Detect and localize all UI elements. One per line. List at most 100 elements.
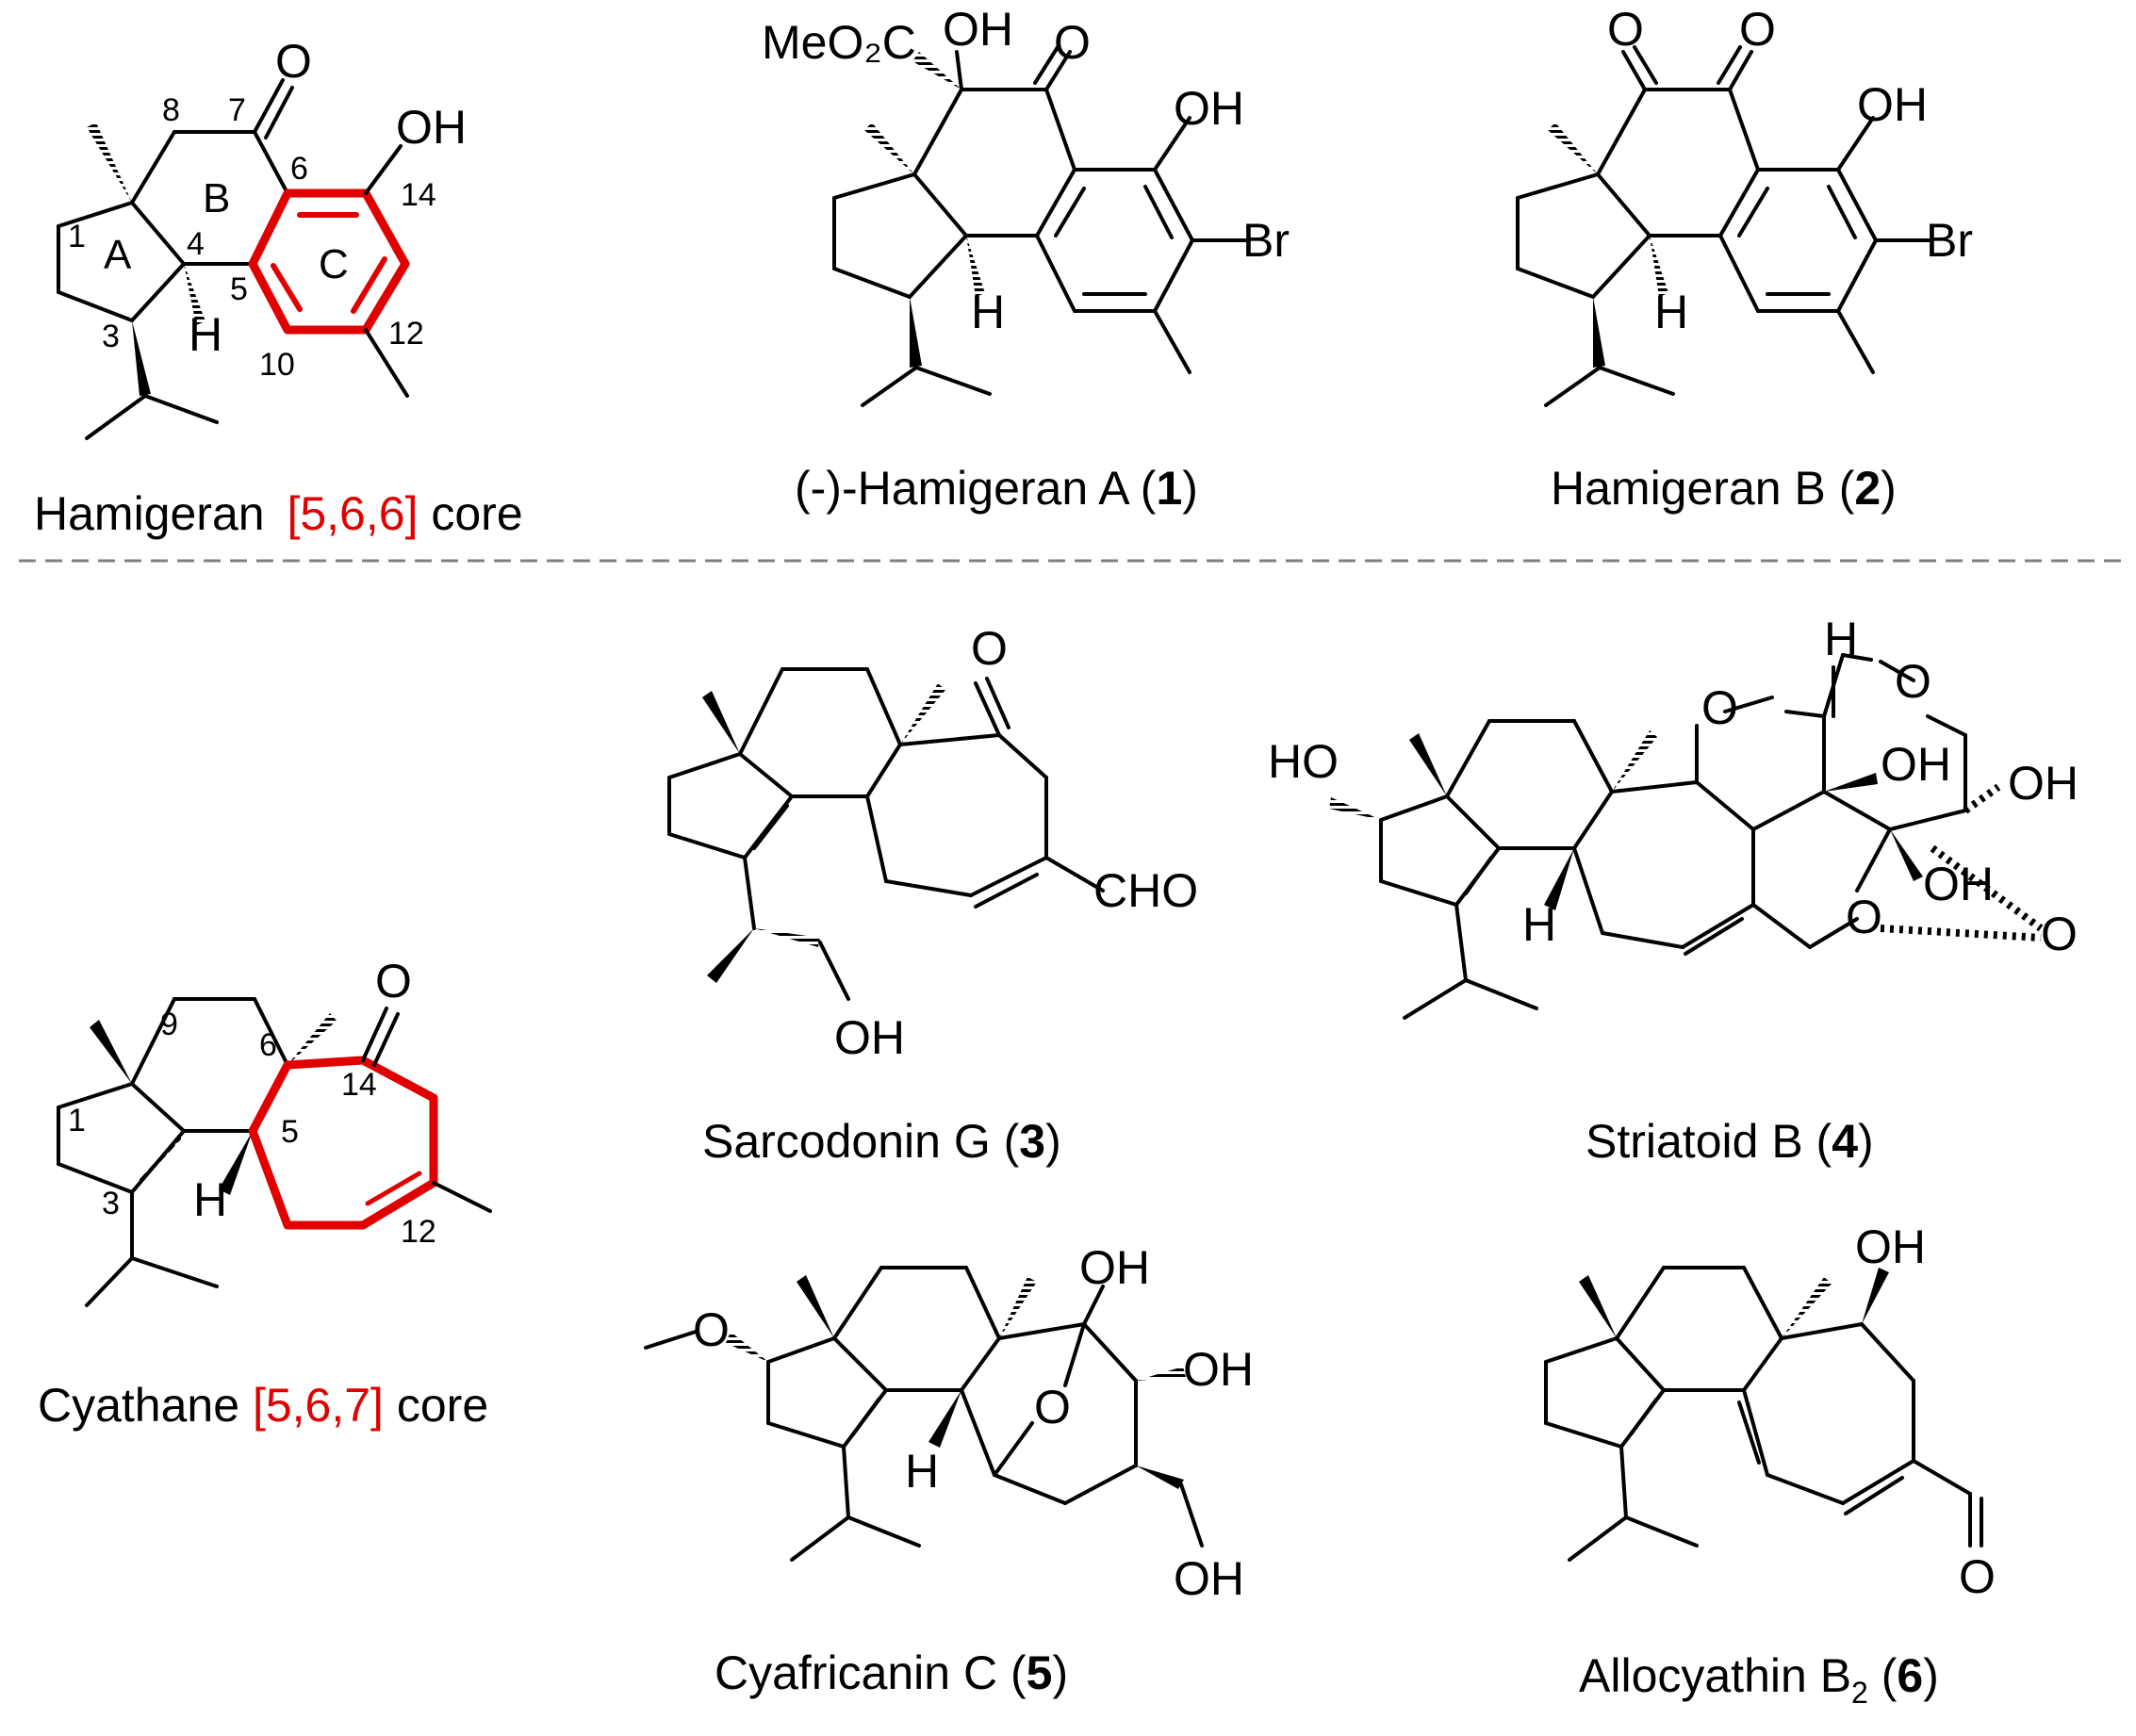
caption-close: ) [1923, 1649, 1939, 1702]
caption-name: Hamigeran [34, 487, 265, 540]
atom-number-1: 1 [68, 219, 86, 254]
caption-name: Striatoid B ( [1586, 1115, 1832, 1168]
caption-subscript: 2 [1851, 1676, 1868, 1710]
compound-number: 3 [1019, 1115, 1045, 1168]
atom-number-14: 14 [401, 177, 436, 213]
compound-number: 2 [1854, 462, 1881, 515]
hydrogen-label: H [971, 286, 1005, 338]
cyafricanin-c-caption: Cyafricanin C (5) [715, 1646, 1068, 1699]
caption-ring-code: [5,6,7] [253, 1379, 384, 1432]
carbonyl-oxygen-label: O [275, 35, 312, 88]
ring-b-label: B [203, 175, 230, 221]
atom-number-9: 9 [160, 1007, 178, 1042]
atom-number-5: 5 [230, 271, 248, 307]
caption-close: ) [1858, 1115, 1874, 1168]
allocyathin-b2-structure: OH O Allocyathin B2 (6) [1544, 1220, 1996, 1710]
carbonyl-oxygen-label: O [375, 955, 412, 1007]
ether-oxygen-3-label: O [1846, 891, 1882, 943]
hydroxyl-2-label: OH [2008, 757, 2078, 810]
atom-number-8: 8 [162, 92, 180, 128]
phenol-hydroxyl-label: OH [1857, 78, 1928, 131]
caption-suffix: core [431, 487, 522, 540]
caption-name: Cyathane [38, 1379, 239, 1432]
hydroxyl-label: OH [834, 1011, 905, 1064]
hydroxyl-label: OH [396, 101, 467, 154]
sarcodonin-g-caption: Sarcodonin G (3) [702, 1115, 1061, 1168]
caption-name: Cyafricanin C ( [715, 1646, 1027, 1699]
atom-number-12: 12 [388, 316, 424, 352]
sarcodonin-g-structure: O CHO OH Sarcodonin G (3) [667, 622, 1198, 1168]
ether-oxygen-4-label: O [2041, 908, 2078, 960]
atom-number-14: 14 [341, 1067, 377, 1103]
caption-close: ) [1052, 1646, 1068, 1699]
ring-c-label: C [319, 241, 349, 287]
atom-number-3: 3 [102, 319, 120, 354]
hamigeran-b-caption: Hamigeran B (2) [1551, 462, 1897, 515]
caption-close: ) [1045, 1115, 1061, 1168]
hydrogen-label: H [193, 1173, 227, 1226]
hamigeran-b-structure: O O OH Br H Hamigeran B (2) [1516, 3, 1973, 515]
atom-number-1: 1 [68, 1103, 86, 1138]
hamigeran-core-structure: O OH H A B C 1 3 4 5 6 7 8 10 12 14 Hami… [34, 35, 523, 540]
bromine-label: Br [1242, 214, 1290, 267]
methoxy-oxygen-label: O [693, 1303, 730, 1356]
hydrogen-label: H [1522, 898, 1556, 951]
hamigeran-a-caption: (-)-Hamigeran A (1) [795, 462, 1198, 515]
ketone-oxygen-2-label: O [1739, 3, 1776, 56]
phenol-hydroxyl-label: OH [1174, 82, 1244, 135]
hydroxyl-left-label: HO [1268, 735, 1339, 788]
compound-number: 5 [1027, 1646, 1053, 1699]
allocyathin-b2-caption: Allocyathin B2 (6) [1579, 1649, 1939, 1710]
compound-number: 6 [1897, 1649, 1923, 1702]
bromine-label: Br [1926, 214, 1973, 267]
ketone-oxygen-label: O [971, 622, 1008, 675]
caption-name: (-)-Hamigeran A ( [795, 462, 1157, 515]
atom-number-4: 4 [187, 226, 205, 262]
hydrogen-label: H [189, 308, 222, 361]
hydrogen-label: H [1654, 286, 1688, 338]
atom-number-7: 7 [228, 92, 246, 128]
top-hydroxyl-label: OH [943, 3, 1013, 56]
hydrogen-label: H [905, 1445, 939, 1498]
hamigeran-core-caption: Hamigeran [5,6,6] core [34, 487, 523, 540]
meo2c-label: MeO₂C [762, 16, 916, 69]
caption-suffix: core [397, 1379, 488, 1432]
caption-name: Sarcodonin G ( [702, 1115, 1020, 1168]
caption-name: Hamigeran B ( [1551, 462, 1855, 515]
hydroxyl-2-label: OH [1183, 1343, 1254, 1396]
caption-close: ) [1881, 462, 1897, 515]
ring-a-label: A [104, 232, 132, 278]
bridge-oxygen-label: O [1034, 1381, 1071, 1433]
compound-number: 1 [1156, 462, 1182, 515]
acetal-hydrogen-label: H [1824, 613, 1858, 665]
compound-number: 4 [1832, 1115, 1858, 1168]
caption-ring-code: [5,6,6] [287, 487, 418, 540]
atom-number-12: 12 [401, 1214, 436, 1250]
hamigeran-a-structure: MeO₂C OH O OH Br H (-)-Hamigeran A (1) [762, 3, 1290, 515]
cyathane-core-structure: O H 1 3 5 6 9 12 14 Cyathane [5,6,7] cor… [38, 955, 492, 1432]
caption-close: ) [1182, 462, 1198, 515]
atom-number-6: 6 [290, 151, 308, 187]
ether-oxygen-2-label: O [1895, 655, 1931, 708]
aldehyde-label: CHO [1093, 864, 1198, 917]
hydroxyl-1-label: OH [1079, 1241, 1150, 1294]
hydroxyl-1-label: OH [1881, 738, 1951, 791]
cyathane-core-caption: Cyathane [5,6,7] core [38, 1379, 488, 1432]
atom-number-6: 6 [259, 1027, 277, 1063]
atom-number-5: 5 [281, 1114, 299, 1150]
aldehyde-oxygen-label: O [1959, 1550, 1996, 1603]
caption-open: ( [1868, 1649, 1898, 1702]
ether-oxygen-1-label: O [1701, 681, 1738, 734]
striatoid-b-structure: HO H O O OH OH OH O O H Striatoid B (4) [1268, 613, 2078, 1168]
ketone-oxygen-label: O [1054, 16, 1091, 69]
hydroxyl-3-label: OH [1923, 858, 1994, 910]
atom-number-10: 10 [259, 347, 295, 383]
caption-name: Allocyathin B [1579, 1649, 1851, 1702]
ketone-oxygen-1-label: O [1607, 3, 1644, 56]
hydroxyl-label: OH [1855, 1220, 1926, 1273]
hydroxyl-3-label: OH [1174, 1552, 1244, 1605]
striatoid-b-caption: Striatoid B (4) [1586, 1115, 1874, 1168]
atom-number-3: 3 [102, 1186, 120, 1221]
